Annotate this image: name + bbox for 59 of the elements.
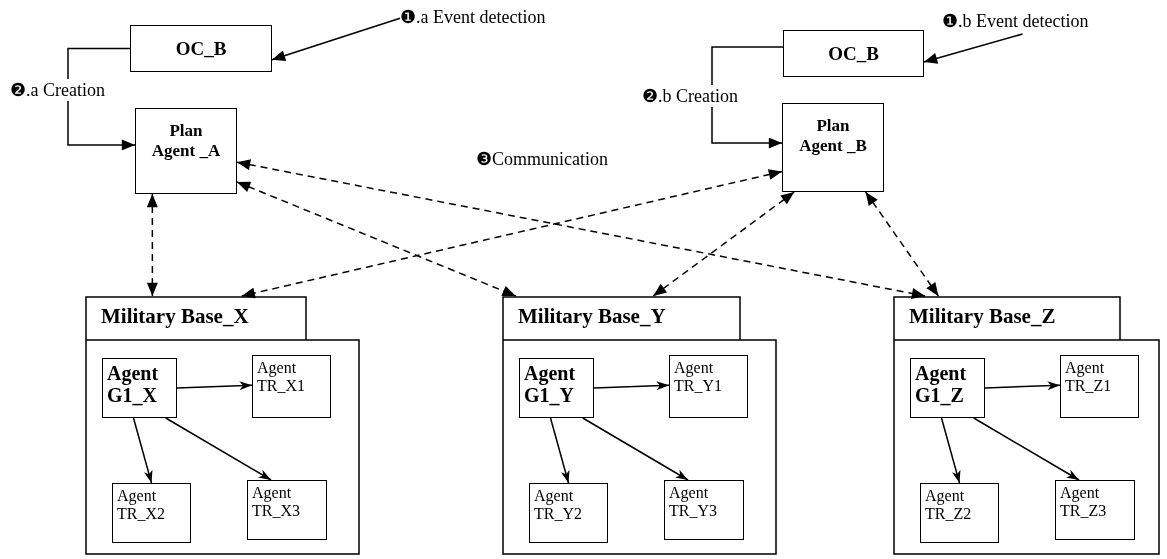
box-title: OC_B [175,37,227,60]
arrow [864,191,940,297]
arrow [984,381,1061,391]
folder-title: Military Base_Y [518,304,666,329]
agent-box [252,355,331,418]
agent-box [102,358,177,418]
agent-box [1055,480,1135,540]
agent-name: Agent G1_Z [915,362,968,406]
arrow [549,417,570,484]
arrow [176,381,253,391]
agent-name: Agent TR_Y2 [534,487,583,523]
arrow [271,17,401,61]
arrow [711,46,784,149]
agent-box [1060,355,1139,418]
arrow [236,181,517,297]
agent-name: Agent G1_Y [524,362,577,406]
agent-box [519,358,594,418]
agent-name: Agent TR_Y1 [674,359,723,395]
box-title: OC_B [828,42,879,65]
agent-box [664,480,744,540]
folder-title: Military Base_Z [909,304,1056,329]
agent-name: Agent TR_X1 [257,359,306,395]
agent-box [669,355,748,418]
agent-name: Agent G1_X [107,362,160,406]
edge-label: ❷.b Creation [640,85,740,107]
agent-name: Agent TR_Z3 [1060,484,1108,520]
arrow [241,169,783,299]
agent-box [920,483,999,543]
arrow [582,417,689,481]
agent-box [135,108,237,194]
agent-name: Agent TR_Z2 [925,487,973,523]
arrow [973,417,1080,481]
agent-name: Agent TR_Z1 [1065,359,1113,395]
annotation-text: ❶.a Event detection [400,4,572,30]
box-title: Plan Agent _B [798,116,868,158]
folder-title: Military Base_X [101,304,249,329]
edge-label: ❷.a Creation [8,79,107,101]
agent-box [529,483,608,543]
agent-box [782,103,884,192]
arrow [132,417,153,484]
process-box [130,25,272,72]
annotation-text: ❶.b Event detection [942,8,1154,34]
arrow [236,159,926,299]
arrow [593,381,670,391]
agent-box [910,358,985,418]
arrow [67,47,136,151]
agent-name: Agent TR_X2 [117,487,166,523]
agent-box [247,480,327,540]
process-box [783,30,924,77]
agent-name: Agent TR_X3 [252,484,301,520]
box-title: Plan Agent _A [150,121,222,163]
arrow [146,193,158,297]
arrow [923,33,1024,64]
annotation-text: ❸Communication [476,148,608,170]
agent-box [112,483,191,543]
arrow [940,417,961,484]
arrow [652,191,795,297]
arrow [165,417,272,481]
agent-name: Agent TR_Y3 [669,484,718,520]
